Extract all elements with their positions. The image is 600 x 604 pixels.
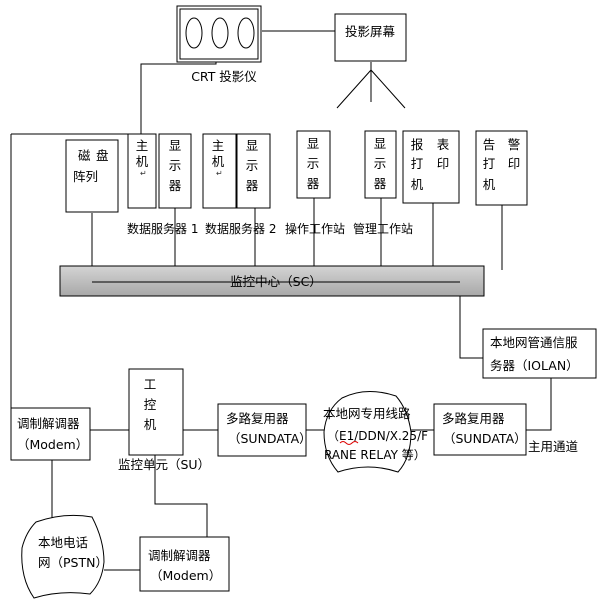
svg-text:RANE RELAY 等）: RANE RELAY 等） xyxy=(324,448,426,462)
local-comm-server: 本地网管通信服 务器（IOLAN） xyxy=(482,328,597,379)
management-station-display: 显 示 器 xyxy=(364,130,397,199)
svg-text:器: 器 xyxy=(374,176,387,191)
return-mark-icon: ↵ xyxy=(140,169,147,178)
svg-text:报: 报 xyxy=(411,137,424,152)
svg-text:调制解调器: 调制解调器 xyxy=(148,548,211,563)
svg-text:工: 工 xyxy=(144,377,157,392)
projection-screen-label: 投影屏幕 xyxy=(345,24,396,39)
svg-text:机: 机 xyxy=(212,154,225,169)
modem-2: 调制解调器 （Modem） xyxy=(139,536,230,592)
svg-text:盘: 盘 xyxy=(96,148,109,163)
svg-text:机: 机 xyxy=(411,177,424,192)
monitoring-center-band: 监控中心（SC） xyxy=(59,265,485,297)
modem-1: 调制解调器 （Modem） xyxy=(10,407,91,461)
data-server-1-display: 显 示 器 xyxy=(158,133,192,209)
spellcheck-underline-icon xyxy=(339,441,359,445)
svg-text:表: 表 xyxy=(437,137,450,152)
svg-text:（Modem）: （Modem） xyxy=(150,568,221,583)
svg-text:器: 器 xyxy=(307,176,320,191)
operator-station-display: 显 示 器 xyxy=(296,130,331,199)
svg-text:显: 显 xyxy=(169,138,182,153)
alarm-printer: 告 警 打 印 机 xyxy=(475,130,528,206)
leased-line-network: 本地网专用线路 （E1/DDN/X.25/F RANE RELAY 等） xyxy=(323,391,428,473)
svg-text:（SUNDATA）: （SUNDATA） xyxy=(228,431,312,446)
industrial-pc: 工 控 机 xyxy=(128,368,184,456)
svg-text:告: 告 xyxy=(483,137,496,152)
monitoring-unit-label: 监控单元（SU） xyxy=(118,457,210,472)
svg-text:器: 器 xyxy=(246,178,259,193)
tripod-stand-icon xyxy=(336,69,406,109)
svg-text:打: 打 xyxy=(483,156,496,171)
svg-text:（Modem）: （Modem） xyxy=(17,437,88,452)
report-printer: 报 表 打 印 机 xyxy=(402,130,460,204)
data-server-2-host: 主 机 ↵ xyxy=(202,133,237,209)
return-mark-icon: ↵ xyxy=(216,169,223,178)
svg-text:（SUNDATA）: （SUNDATA） xyxy=(443,431,527,446)
projection-screen: 投影屏幕 xyxy=(334,13,407,109)
svg-text:本地网专用线路: 本地网专用线路 xyxy=(323,406,411,421)
management-station-label: 管理工作站 xyxy=(353,221,413,236)
svg-text:多路复用器: 多路复用器 xyxy=(226,411,289,426)
svg-text:多路复用器: 多路复用器 xyxy=(442,411,505,426)
data-server-1-host: 主 机 ↵ xyxy=(127,133,157,209)
connector-lines xyxy=(10,30,552,571)
svg-text:器: 器 xyxy=(169,178,182,193)
multiplexer-2: 多路复用器 （SUNDATA） xyxy=(433,403,527,456)
operator-station-label: 操作工作站 xyxy=(285,221,345,236)
projector-lens-icon xyxy=(237,17,255,49)
svg-text:机: 机 xyxy=(483,177,496,192)
svg-text:主: 主 xyxy=(136,138,149,153)
svg-text:主: 主 xyxy=(212,138,225,153)
svg-text:机: 机 xyxy=(136,154,149,169)
svg-text:阵列: 阵列 xyxy=(73,169,98,184)
svg-text:（E1/DDN/X.25/F: （E1/DDN/X.25/F xyxy=(327,429,428,443)
svg-text:印: 印 xyxy=(437,156,450,171)
disk-array: 磁 盘 阵列 xyxy=(65,139,119,213)
data-server-2-label: 数据服务器 2 xyxy=(205,221,276,236)
svg-text:示: 示 xyxy=(169,158,182,173)
pstn-network: 本地电话 网（PSTN） xyxy=(21,514,108,599)
data-server-2-display: 显 示 器 xyxy=(236,133,271,209)
svg-text:打: 打 xyxy=(411,156,424,171)
svg-text:控: 控 xyxy=(144,397,157,412)
svg-text:显: 显 xyxy=(246,138,259,153)
projector-lens-icon xyxy=(211,17,229,49)
main-channel-label: 主用通道 xyxy=(528,439,579,454)
svg-text:显: 显 xyxy=(374,136,387,151)
svg-text:务器（IOLAN）: 务器（IOLAN） xyxy=(490,358,579,373)
svg-text:示: 示 xyxy=(374,156,387,171)
svg-text:本地网管通信服: 本地网管通信服 xyxy=(490,335,578,350)
svg-text:警: 警 xyxy=(508,137,521,152)
svg-text:示: 示 xyxy=(307,156,320,171)
svg-text:磁: 磁 xyxy=(78,148,91,163)
svg-text:本地电话: 本地电话 xyxy=(38,535,88,550)
monitoring-center-label: 监控中心（SC） xyxy=(230,274,322,289)
svg-text:示: 示 xyxy=(246,158,259,173)
svg-text:网（PSTN）: 网（PSTN） xyxy=(38,555,108,570)
svg-text:印: 印 xyxy=(508,156,521,171)
projector-lens-icon xyxy=(185,17,203,49)
multiplexer-1: 多路复用器 （SUNDATA） xyxy=(217,403,312,457)
svg-text:显: 显 xyxy=(307,136,320,151)
data-server-1-label: 数据服务器 1 xyxy=(127,221,198,236)
crt-projector xyxy=(176,5,262,63)
svg-text:调制解调器: 调制解调器 xyxy=(17,416,80,431)
crt-projector-label: CRT 投影仪 xyxy=(191,69,257,84)
svg-text:机: 机 xyxy=(144,417,157,432)
